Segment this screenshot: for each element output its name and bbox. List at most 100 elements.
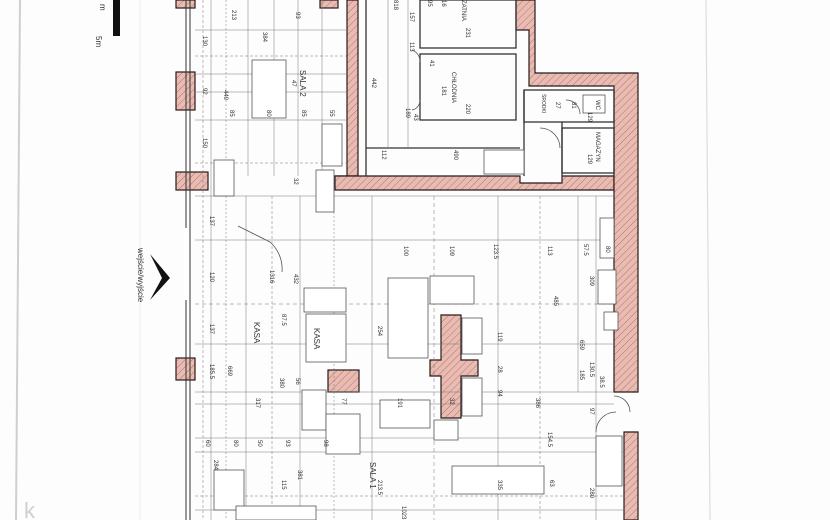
room-zatnia: ZATNIA xyxy=(460,0,466,21)
pillar-left-2 xyxy=(175,171,209,191)
door-east-2 xyxy=(595,411,617,433)
shelf-east xyxy=(599,217,615,259)
dim: 113 xyxy=(408,42,414,52)
dim: 120 xyxy=(208,272,214,283)
dim: 63 xyxy=(548,480,554,487)
door-zatnia xyxy=(411,49,421,63)
dim: 32 xyxy=(292,178,298,185)
dim: 93 xyxy=(294,12,300,19)
table-center-1 xyxy=(429,275,475,305)
room-chlodnia: CHŁODNIA xyxy=(450,72,456,103)
dim: 94 xyxy=(496,390,502,397)
dim: 254 xyxy=(376,326,382,337)
table-lower-1 xyxy=(301,389,327,431)
zatnia-walls xyxy=(419,0,517,49)
cabinet-1 xyxy=(315,169,335,213)
entrance-marker: wejście/wyjście xyxy=(136,247,170,303)
dim: 317 xyxy=(254,398,260,409)
dim: 93 xyxy=(284,440,290,447)
dim: 381 xyxy=(296,470,302,481)
dim: 380 xyxy=(278,378,284,389)
dim: 100 xyxy=(402,246,408,257)
dim: 55 xyxy=(328,110,334,117)
dim: 32 xyxy=(448,398,454,405)
dim: 28 xyxy=(496,366,502,373)
dim: 185.5 xyxy=(208,364,214,380)
inner-walls xyxy=(365,0,615,176)
scan-edge-left xyxy=(15,0,21,520)
scale-length: 5m xyxy=(94,36,103,47)
room-sala1: SALA 1 xyxy=(368,462,377,489)
counter-kasa xyxy=(305,313,347,363)
dim: 185 xyxy=(578,370,584,381)
dim: 150 xyxy=(201,138,207,149)
dimension-labels: 213 93 384 130 449 92 85 80 85 55 150 32… xyxy=(201,0,610,520)
furniture xyxy=(213,59,623,520)
door-east xyxy=(613,395,631,413)
dim: 1023 xyxy=(400,506,406,520)
dim: 659 xyxy=(578,340,584,351)
dim: 38.5 xyxy=(598,376,604,388)
dim: 27 xyxy=(554,102,560,109)
table-left-1 xyxy=(213,159,235,197)
dim: 80 xyxy=(232,440,238,447)
dim: 191 xyxy=(396,398,402,409)
door-wc xyxy=(565,99,581,115)
dim: 80 xyxy=(265,110,271,117)
column-square xyxy=(327,369,360,393)
sink-east xyxy=(603,311,619,331)
counter-center xyxy=(387,277,429,359)
room-kasa-a: KASA xyxy=(252,322,261,344)
table-lower-4 xyxy=(433,419,459,441)
dim: 57.5 xyxy=(582,244,588,256)
table-kasa-1 xyxy=(303,287,347,313)
dim: 81 xyxy=(570,102,576,109)
dim: 50 xyxy=(256,440,262,447)
dim: 80 xyxy=(604,246,610,253)
room-srodki: ŚRODKI xyxy=(540,94,548,113)
dim: 98 xyxy=(322,440,328,447)
dim: 123.5 xyxy=(492,244,498,260)
table-sala1-long xyxy=(451,465,545,495)
dim: 112 xyxy=(380,150,386,160)
bench-east xyxy=(595,435,623,487)
kitchen-appliance xyxy=(483,149,525,175)
dim: 60 xyxy=(204,440,210,447)
door-chlodnia xyxy=(411,99,421,111)
dim: 818 xyxy=(392,0,398,11)
table-lower-3 xyxy=(379,399,431,429)
table-lower-2 xyxy=(325,413,361,455)
table-lower-5 xyxy=(461,377,483,417)
dim: 189 xyxy=(404,108,410,119)
dim: 335 xyxy=(496,480,502,491)
dim: 85 xyxy=(300,110,306,117)
dim: 213.5 xyxy=(376,480,382,496)
dim: 85 xyxy=(228,110,234,117)
dim: 92 xyxy=(201,88,207,95)
dim: 56 xyxy=(294,378,300,385)
dim: 77 xyxy=(340,398,346,405)
dim: 384 xyxy=(261,32,267,43)
dim: 16 xyxy=(440,0,446,7)
dim: 669 xyxy=(226,366,232,377)
dim: 449 xyxy=(222,90,228,101)
wc-bowl xyxy=(582,94,606,114)
doors xyxy=(237,49,631,433)
room-magazyn: MAGAZYN xyxy=(594,132,600,162)
table-sala2-1 xyxy=(251,59,287,119)
dim: 113 xyxy=(546,246,552,256)
room-sala2: SALA 2 xyxy=(298,70,307,97)
dim: 485 xyxy=(552,296,558,307)
scale-bar: m 5m xyxy=(94,0,120,47)
dim: 87.5 xyxy=(280,314,286,326)
dim: 97 xyxy=(588,408,594,415)
dim: 213 xyxy=(230,10,236,21)
pillar-top-1 xyxy=(319,0,339,9)
dim: 95 xyxy=(426,0,432,7)
chlodnia-walls xyxy=(419,53,517,121)
dim: 137 xyxy=(208,216,214,227)
dim: 43 xyxy=(412,114,418,121)
dim: 181 xyxy=(440,86,446,97)
